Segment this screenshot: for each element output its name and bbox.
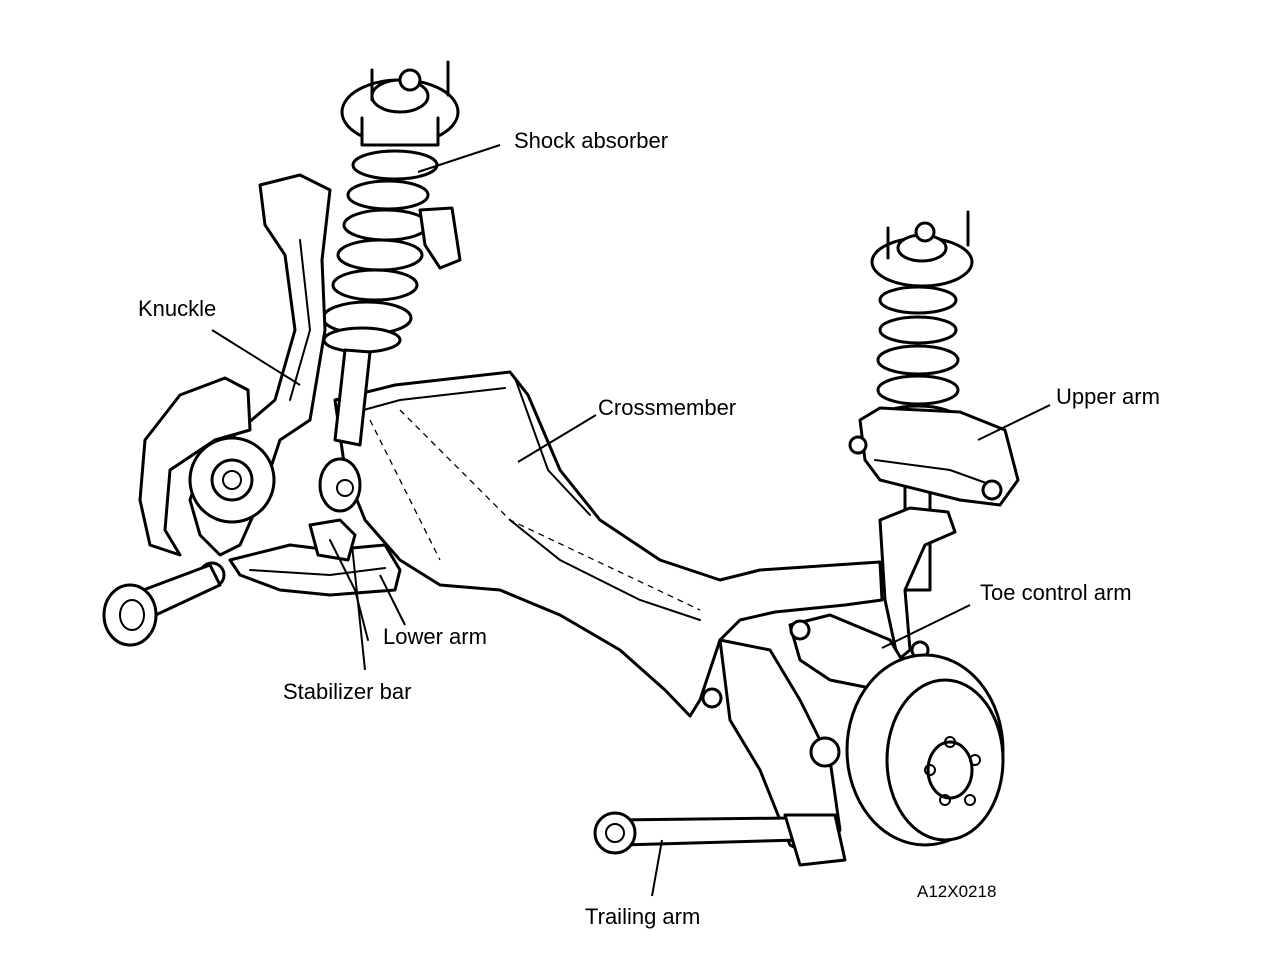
leader-lines <box>211 144 1051 897</box>
leader-toe-control-arm <box>881 604 971 649</box>
toe-control-arm-label: Toe control arm <box>980 580 1132 605</box>
figure-code: A12X0218 <box>917 882 997 901</box>
upper-arm-part <box>848 406 1020 507</box>
leader-crossmember <box>517 414 597 463</box>
leader-stabilizer-bar <box>351 544 366 671</box>
leader-trailing-arm <box>651 839 663 897</box>
stabilizer-bar-label: Stabilizer bar <box>283 679 412 704</box>
upper-arm-label: Upper arm <box>1056 384 1160 409</box>
shock-absorber-label: Shock absorber <box>514 128 669 153</box>
trailing-arm-part <box>593 811 847 867</box>
leader-lower-arm <box>379 574 406 626</box>
knuckle-part <box>138 173 362 557</box>
rear-stabilizer <box>878 506 957 662</box>
leader-knuckle <box>211 329 301 386</box>
crossmember-part <box>333 370 884 718</box>
lower-arm-part <box>198 543 402 597</box>
knuckle-label: Knuckle <box>138 296 217 321</box>
left-spring <box>321 149 439 354</box>
left-strut <box>321 60 462 447</box>
lower-arm-label: Lower arm <box>383 624 487 649</box>
leader-shock-absorber <box>417 144 501 173</box>
leader-upper-arm <box>977 404 1051 441</box>
front-link <box>102 563 222 647</box>
rear-carrier <box>701 638 842 862</box>
crossmember-label: Crossmember <box>598 395 737 420</box>
rear-hub <box>845 653 1005 847</box>
trailing-arm-label: Trailing arm <box>585 904 701 929</box>
